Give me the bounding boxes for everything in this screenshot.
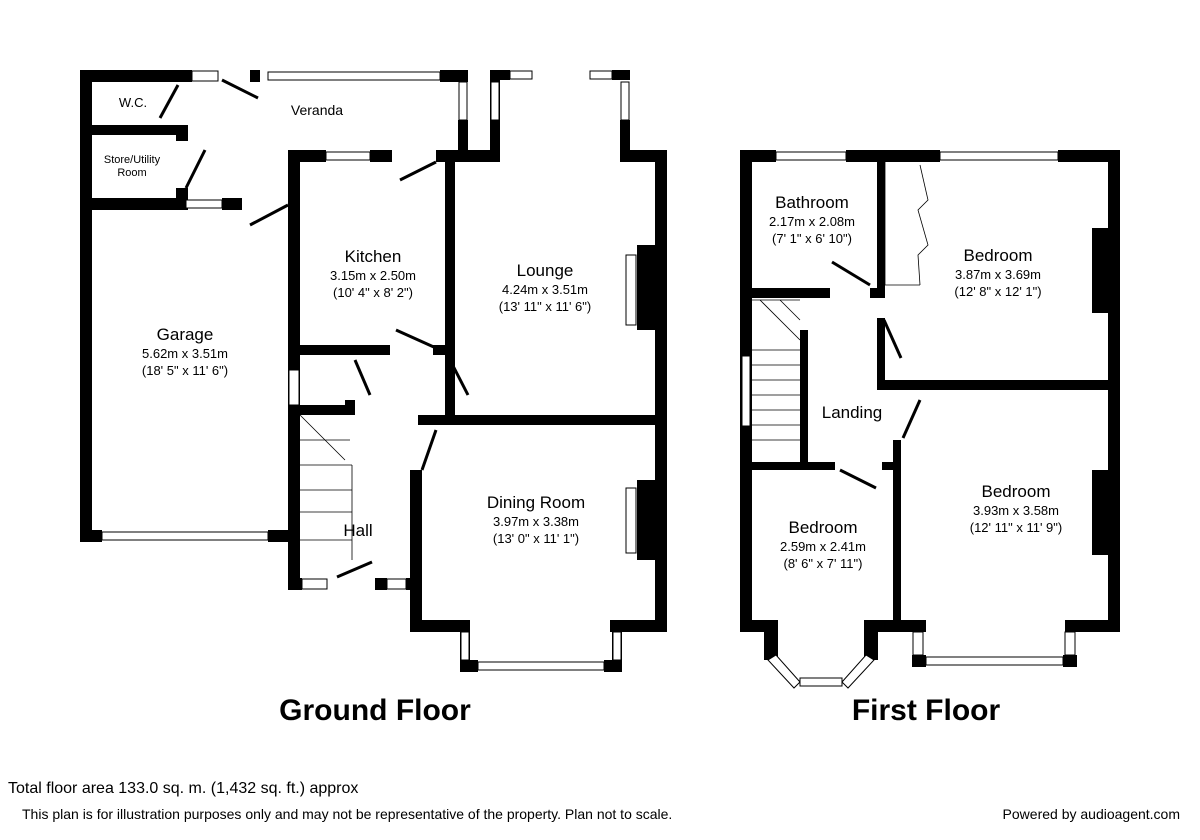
room-imperial-kitchen: (10' 4" x 8' 2") <box>333 285 413 300</box>
room-label-bedroom-2: Bedroom <box>982 482 1051 501</box>
room-imperial-bathroom: (7' 1" x 6' 10") <box>772 231 852 246</box>
first-floor-windows <box>741 151 1076 689</box>
room-label-bedroom-1: Bedroom <box>964 246 1033 265</box>
room-label-hall: Hall <box>343 521 372 540</box>
room-metric-dining: 3.97m x 3.38m <box>493 514 579 529</box>
room-label-bathroom: Bathroom <box>775 193 849 212</box>
room-label-store-2: Room <box>117 167 146 179</box>
room-label-dining: Dining Room <box>487 493 585 512</box>
ground-floor-doors <box>158 78 470 579</box>
room-label-kitchen: Kitchen <box>345 247 402 266</box>
room-imperial-dining: (13' 0" x 11' 1") <box>493 531 579 546</box>
first-floor-walls <box>740 150 1120 667</box>
room-label-garage: Garage <box>157 325 214 344</box>
room-label-veranda: Veranda <box>291 102 343 118</box>
room-label-lounge: Lounge <box>517 261 574 280</box>
ground-floor-windows <box>101 70 637 671</box>
room-imperial-lounge: (13' 11" x 11' 6") <box>499 299 591 314</box>
first-floor-title: First Floor <box>852 694 1001 727</box>
room-metric-bedroom-1: 3.87m x 3.69m <box>955 267 1041 282</box>
room-imperial-bedroom-3: (8' 6" x 7' 11") <box>784 556 863 571</box>
room-metric-bedroom-2: 3.93m x 3.58m <box>973 503 1059 518</box>
total-floor-area: Total floor area 133.0 sq. m. (1,432 sq.… <box>8 780 359 797</box>
room-metric-kitchen: 3.15m x 2.50m <box>330 268 416 283</box>
room-metric-garage: 5.62m x 3.51m <box>142 346 228 361</box>
room-metric-lounge: 4.24m x 3.51m <box>502 282 588 297</box>
room-label-bedroom-3: Bedroom <box>789 518 858 537</box>
powered-by: Powered by audioagent.com <box>1002 806 1180 822</box>
room-metric-bedroom-3: 2.59m x 2.41m <box>780 539 866 554</box>
room-imperial-bedroom-1: (12' 8" x 12' 1") <box>954 284 1041 299</box>
room-imperial-garage: (18' 5" x 11' 6") <box>142 363 228 378</box>
disclaimer: This plan is for illustration purposes o… <box>22 806 673 822</box>
room-label-landing: Landing <box>822 403 883 422</box>
room-label-store-1: Store/Utility <box>104 154 161 166</box>
room-label-wc: W.C. <box>119 95 147 110</box>
room-imperial-bedroom-2: (12' 11" x 11' 9") <box>970 520 1062 535</box>
room-metric-bathroom: 2.17m x 2.08m <box>769 214 855 229</box>
ground-floor-title: Ground Floor <box>279 694 471 727</box>
first-floor-doors <box>752 162 929 490</box>
